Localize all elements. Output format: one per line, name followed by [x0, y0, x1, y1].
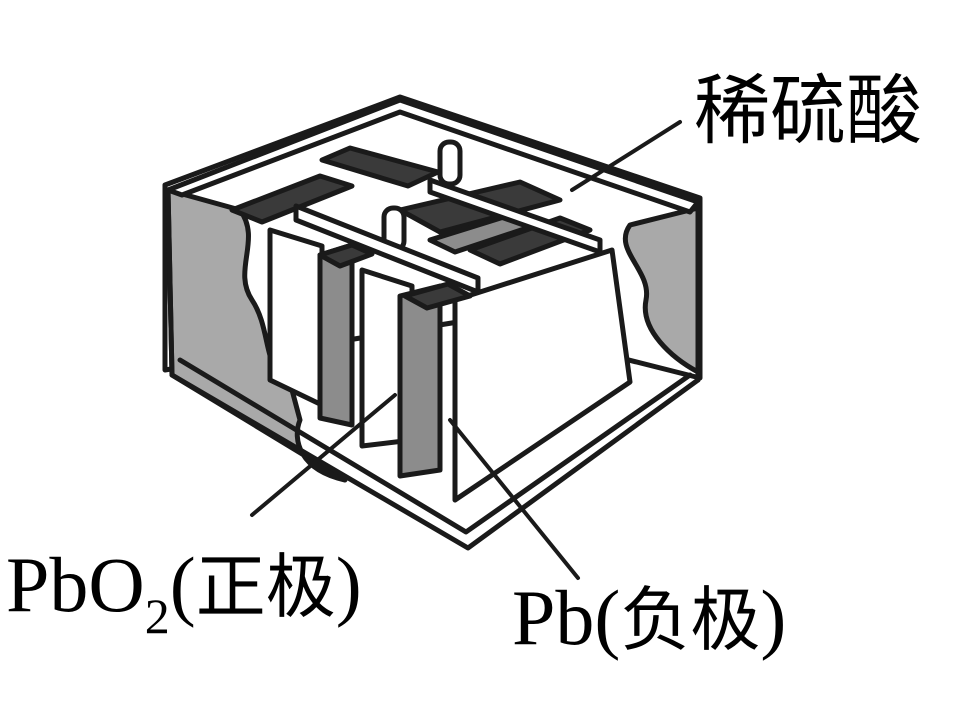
- negative-formula: Pb: [512, 574, 595, 661]
- negative-close-paren: ): [760, 574, 787, 661]
- positive-formula: PbO: [6, 541, 145, 628]
- back-plate-dark-2: [319, 145, 441, 189]
- container-front-edge: [169, 372, 701, 551]
- positive-close-paren: ): [335, 541, 362, 628]
- plate-gray-2: [397, 283, 443, 479]
- plate-top-dark-1: [317, 242, 375, 269]
- positive-name: 正极: [195, 546, 336, 628]
- plate-top-dark-2: [402, 281, 473, 311]
- container-rim: [165, 97, 701, 215]
- back-plate-dark-1: [229, 173, 355, 225]
- container-inner-front-edge: [177, 357, 693, 535]
- container-left-edge: [165, 187, 175, 378]
- positive-plate-left: [267, 227, 325, 408]
- terminal-post-back: [437, 139, 463, 187]
- label-positive-electrode: PbO2(正极): [6, 535, 362, 644]
- label-electrolyte: 稀硫酸: [694, 66, 922, 155]
- negative-open-paren: (: [594, 574, 621, 661]
- container-right-wall: [622, 205, 701, 375]
- label-negative-electrode: Pb(负极): [512, 568, 786, 670]
- negative-plate-large: [452, 247, 633, 503]
- positive-formula-subscript: 2: [144, 588, 170, 644]
- negative-name: 负极: [620, 579, 761, 661]
- positive-open-paren: (: [169, 541, 196, 628]
- leader-negative: [448, 418, 580, 580]
- plate-gray-1: [317, 242, 355, 428]
- leader-electrolyte: [570, 120, 682, 192]
- leader-positive: [250, 393, 397, 517]
